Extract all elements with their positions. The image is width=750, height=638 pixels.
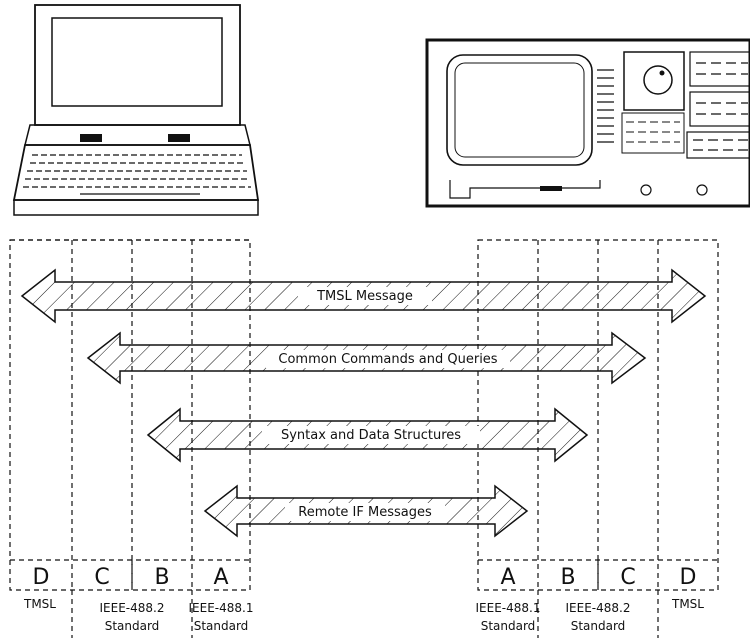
layer-letter: D <box>33 565 50 590</box>
left-captions: TMSL IEEE-488.2 Standard IEEE-488.1 Stan… <box>23 597 253 633</box>
caption: IEEE-488.2 <box>566 601 631 615</box>
layer-letter: B <box>560 565 575 590</box>
arrow-label: TMSL Message <box>316 289 413 304</box>
layer-letter: B <box>154 565 169 590</box>
right-layer-letters: A B C D <box>500 565 696 590</box>
arrow-label: Common Commands and Queries <box>278 352 497 367</box>
caption: Standard <box>194 619 249 633</box>
layer-letter: A <box>500 565 515 590</box>
layer-letter: C <box>94 565 109 590</box>
arrow-tmsl-message: TMSL Message <box>20 268 707 324</box>
caption: TMSL <box>23 597 56 611</box>
arrow-label: Syntax and Data Structures <box>281 428 461 443</box>
caption: Standard <box>481 619 536 633</box>
caption: Standard <box>105 619 160 633</box>
left-layer-letters: D C B A <box>33 565 229 590</box>
caption: IEEE-488.2 <box>100 601 165 615</box>
arrow-remote-if: Remote IF Messages <box>203 484 529 538</box>
arrow-label: Remote IF Messages <box>298 505 432 520</box>
caption: TMSL <box>671 597 704 611</box>
caption: IEEE-488.1 <box>189 601 254 615</box>
layer-letter: A <box>213 565 228 590</box>
laptop-computer-icon <box>12 4 260 216</box>
arrow-common-commands: Common Commands and Queries <box>86 331 647 385</box>
test-instrument-icon <box>425 38 750 208</box>
caption: IEEE-488.1 <box>476 601 541 615</box>
right-captions: IEEE-488.1 Standard IEEE-488.2 Standard … <box>476 597 705 633</box>
caption: Standard <box>571 619 626 633</box>
layer-letter: C <box>620 565 635 590</box>
arrow-syntax-data: Syntax and Data Structures <box>146 407 589 463</box>
layer-letter: D <box>680 565 697 590</box>
